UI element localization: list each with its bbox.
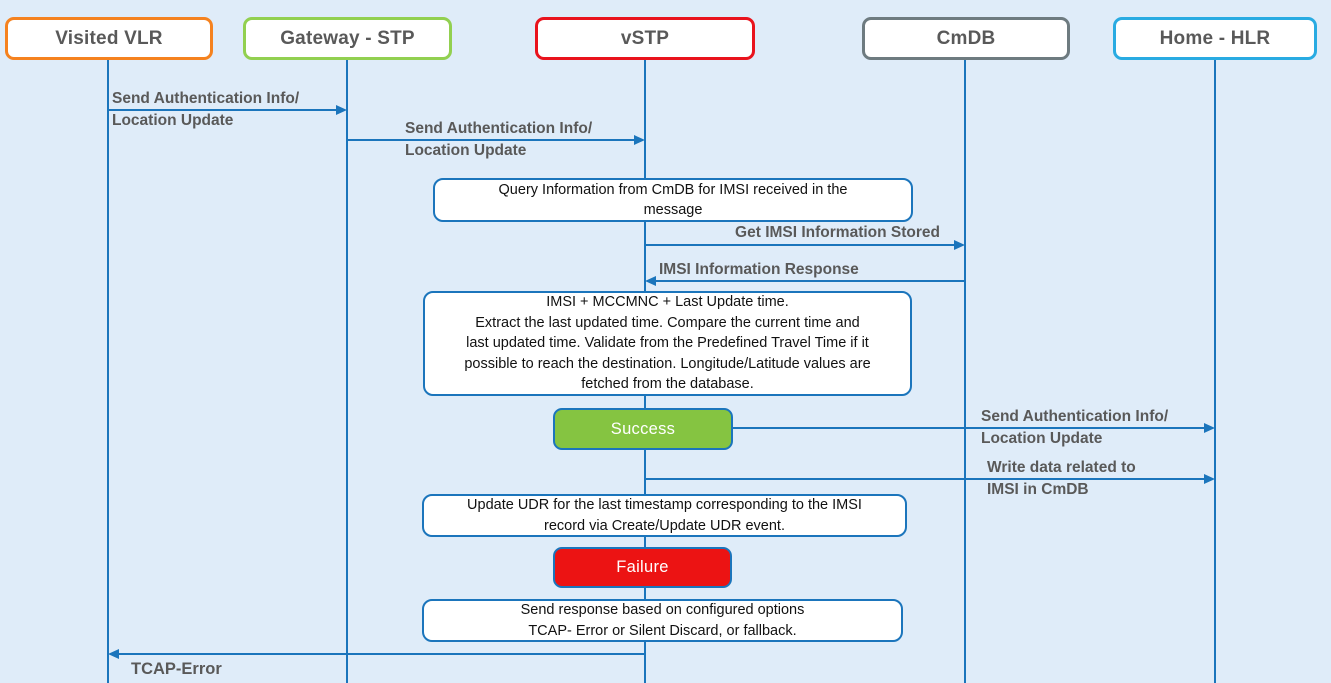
- note-update-udr: Update UDR for the last timestamp corres…: [422, 494, 907, 537]
- arrowhead-right-icon: [634, 135, 645, 145]
- actor-home-hlr: Home - HLR: [1113, 17, 1317, 60]
- message-label-get-imsi: Get IMSI Information Stored: [735, 224, 940, 241]
- message-label-auth-vlr-gw: Send Authentication Info/ Location Updat…: [112, 90, 300, 129]
- note-imsi-validation-text: IMSI + MCCMNC + Last Update time. Extrac…: [464, 294, 871, 393]
- actor-cmdb-label: CmDB: [936, 27, 996, 49]
- arrowhead-right-icon: [336, 105, 347, 115]
- arrow-write-data-cmdb: [645, 478, 1205, 480]
- note-send-response-text: Send response based on configured option…: [520, 602, 805, 639]
- status-success-label: Success: [610, 419, 676, 438]
- arrow-auth-info-gw-vstp: [347, 139, 635, 141]
- actor-vstp-label: vSTP: [620, 27, 670, 49]
- note-update-udr-text: Update UDR for the last timestamp corres…: [467, 497, 862, 534]
- arrowhead-left-icon: [108, 649, 119, 659]
- message-label-tcap-error: TCAP-Error: [131, 660, 222, 678]
- message-label-auth-gw-vstp: Send Authentication Info/ Location Updat…: [405, 120, 593, 159]
- lifeline-visited-vlr: [107, 58, 109, 683]
- arrowhead-right-icon: [1204, 423, 1215, 433]
- arrow-tcap-error: [118, 653, 645, 655]
- actor-home-hlr-label: Home - HLR: [1159, 27, 1271, 49]
- arrowhead-right-icon: [1204, 474, 1215, 484]
- arrow-auth-info-vlr-gw: [108, 109, 337, 111]
- actor-vstp: vSTP: [535, 17, 755, 60]
- arrow-get-imsi-info: [645, 244, 955, 246]
- actor-cmdb: CmDB: [862, 17, 1070, 60]
- arrowhead-right-icon: [954, 240, 965, 250]
- note-imsi-validation: IMSI + MCCMNC + Last Update time. Extrac…: [423, 291, 912, 396]
- note-query-cmdb-text: Query Information from CmDB for IMSI rec…: [498, 181, 848, 219]
- actor-gateway-stp: Gateway - STP: [243, 17, 452, 60]
- message-label-imsi-response: IMSI Information Response: [659, 261, 859, 278]
- lifeline-cmdb: [964, 58, 966, 683]
- status-failure-label: Failure: [616, 558, 669, 576]
- note-query-cmdb: Query Information from CmDB for IMSI rec…: [433, 178, 913, 222]
- status-failure: Failure: [553, 547, 732, 588]
- actor-visited-vlr: Visited VLR: [5, 17, 213, 60]
- lifeline-gateway-stp: [346, 58, 348, 683]
- message-label-write-data: Write data related to IMSI in CmDB: [987, 459, 1136, 498]
- arrowhead-left-icon: [645, 276, 656, 286]
- arrow-auth-info-vstp-hlr: [733, 427, 1205, 429]
- message-label-auth-vstp-hlr: Send Authentication Info/ Location Updat…: [981, 408, 1169, 447]
- actor-visited-vlr-label: Visited VLR: [55, 27, 163, 49]
- status-success: Success: [553, 408, 733, 450]
- note-send-response: Send response based on configured option…: [422, 599, 903, 642]
- lifeline-home-hlr: [1214, 58, 1216, 683]
- actor-gateway-stp-label: Gateway - STP: [280, 27, 415, 49]
- arrow-imsi-info-response: [655, 280, 965, 282]
